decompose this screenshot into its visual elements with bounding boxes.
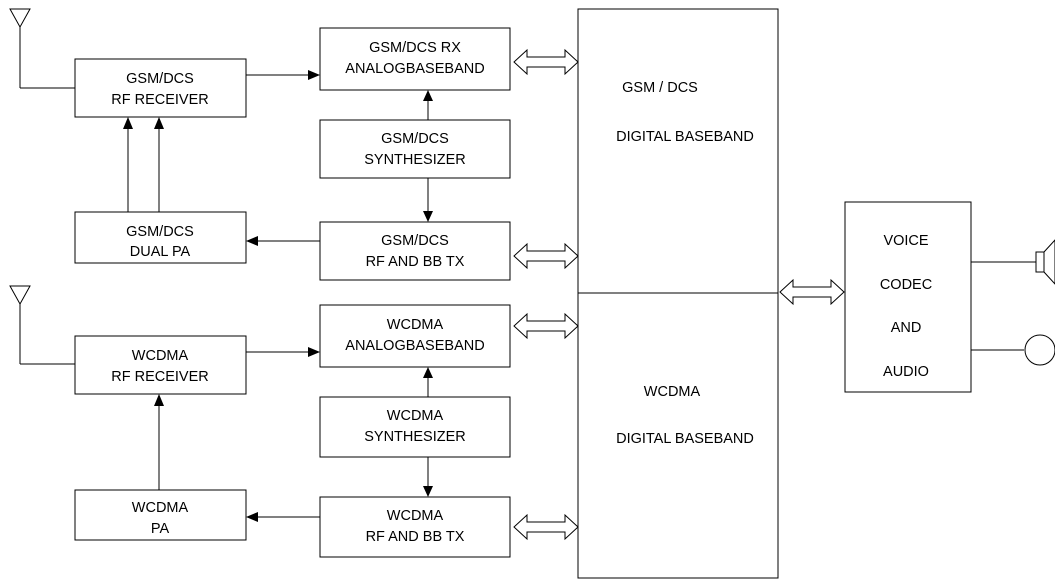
gsm-dual-pa-line-1: GSM/DCS: [126, 224, 194, 240]
wcdma-digital-baseband-line-1: WCDMA: [644, 384, 701, 400]
gsm-tx-to-pa-arrow: [246, 236, 320, 246]
speaker-icon: [971, 239, 1055, 285]
voice-codec-line-3: AND: [891, 320, 922, 336]
wcdma-synth-to-abb-arrow: [423, 367, 433, 397]
wcdma-antenna-icon: [9, 285, 75, 365]
microphone-icon: [971, 334, 1055, 366]
gsm-rx-to-abb-arrow: [246, 70, 320, 80]
gsm-tx-line-1: GSM/DCS: [381, 233, 449, 249]
gsm-synth-line-1: GSM/DCS: [381, 131, 449, 147]
gsm-rx-analog-baseband-block: GSM/DCS RX ANALOGBASEBAND: [319, 27, 511, 91]
gsm-rx-abb-line-2: ANALOGBASEBAND: [345, 61, 484, 77]
gsm-pa-to-receiver-arrow-2: [154, 117, 164, 212]
gsm-rf-receiver-block: GSM/DCS RF RECEIVER: [74, 58, 247, 118]
wcdma-tx-line-2: RF AND BB TX: [366, 529, 465, 545]
gsm-rf-receiver-line-1: GSM/DCS: [126, 71, 194, 87]
voice-codec-line-1: VOICE: [883, 233, 928, 249]
gsm-synth-to-abb-arrow: [423, 90, 433, 120]
wcdma-rf-receiver-line-1: WCDMA: [132, 348, 189, 364]
wcdma-analog-baseband-block: WCDMA ANALOGBASEBAND: [319, 304, 511, 368]
voice-codec-audio-block: VOICE CODEC AND AUDIO: [844, 201, 972, 393]
gsm-antenna-icon: [9, 8, 75, 89]
wcdma-pa-to-receiver-arrow: [154, 394, 164, 490]
wcdma-tx-to-pa-arrow: [246, 512, 320, 522]
wcdma-tx-bus-arrow: [513, 513, 579, 541]
wcdma-digital-baseband-line-2: DIGITAL BASEBAND: [616, 431, 754, 447]
wcdma-abb-bus-arrow: [513, 312, 579, 340]
baseband-codec-bus-arrow: [779, 278, 845, 306]
wcdma-rf-receiver-block: WCDMA RF RECEIVER: [74, 335, 247, 395]
gsm-rf-bb-tx-block: GSM/DCS RF AND BB TX: [319, 221, 511, 281]
gsm-dual-pa-block: GSM/DCS DUAL PA: [74, 211, 247, 264]
wcdma-abb-line-1: WCDMA: [387, 317, 444, 333]
voice-codec-line-4: AUDIO: [883, 364, 929, 380]
wcdma-abb-line-2: ANALOGBASEBAND: [345, 338, 484, 354]
wcdma-rf-bb-tx-block: WCDMA RF AND BB TX: [319, 496, 511, 558]
gsm-rf-receiver-line-2: RF RECEIVER: [111, 92, 209, 108]
wcdma-tx-line-1: WCDMA: [387, 508, 444, 524]
gsm-synth-line-2: SYNTHESIZER: [364, 152, 466, 168]
wcdma-rx-to-abb-arrow: [246, 347, 320, 357]
gsm-pa-to-receiver-arrow-1: [123, 117, 133, 212]
wcdma-pa-block: WCDMA PA: [74, 489, 247, 541]
wcdma-pa-line-2: PA: [151, 521, 170, 537]
wcdma-synth-line-1: WCDMA: [387, 408, 444, 424]
digital-baseband-block: GSM / DCS DIGITAL BASEBAND WCDMA DIGITAL…: [577, 8, 779, 579]
gsm-digital-baseband-line-2: DIGITAL BASEBAND: [616, 129, 754, 145]
gsm-tx-bus-arrow: [513, 242, 579, 270]
gsm-abb-bus-arrow: [513, 48, 579, 76]
gsm-tx-line-2: RF AND BB TX: [366, 254, 465, 270]
wcdma-pa-line-1: WCDMA: [132, 500, 189, 516]
gsm-dual-pa-line-2: DUAL PA: [130, 244, 191, 260]
gsm-synthesizer-block: GSM/DCS SYNTHESIZER: [319, 119, 511, 179]
wcdma-synth-to-tx-arrow: [423, 457, 433, 497]
gsm-rx-abb-line-1: GSM/DCS RX: [369, 40, 461, 56]
voice-codec-line-2: CODEC: [880, 277, 932, 293]
gsm-digital-baseband-line-1: GSM / DCS: [622, 80, 698, 96]
wcdma-rf-receiver-line-2: RF RECEIVER: [111, 369, 209, 385]
wcdma-synth-line-2: SYNTHESIZER: [364, 429, 466, 445]
gsm-synth-to-tx-arrow: [423, 178, 433, 222]
wcdma-synthesizer-block: WCDMA SYNTHESIZER: [319, 396, 511, 458]
